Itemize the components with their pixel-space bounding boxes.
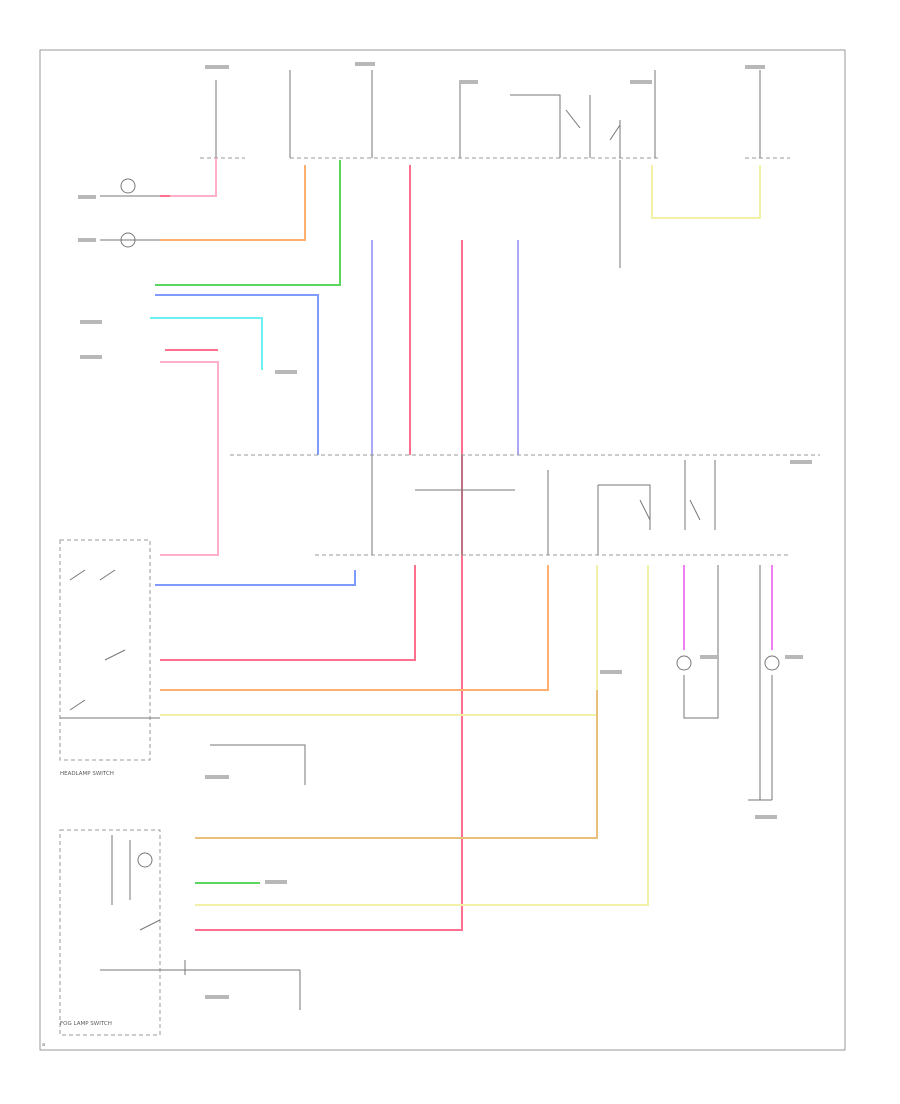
- wire-pink-2: [160, 361, 219, 556]
- wire-orange-2: [160, 565, 549, 691]
- wire-cyan-1: [150, 317, 263, 370]
- left-connectors: [100, 178, 160, 248]
- wire-blue-1: [155, 294, 319, 455]
- wire-yellow-2: [195, 565, 649, 906]
- wire-tan-1: [195, 690, 598, 839]
- wire-orange-1: [160, 165, 306, 241]
- relay-right: [547, 460, 716, 555]
- wire-red-5: [160, 565, 416, 661]
- tiny-labels: [78, 62, 812, 999]
- right-lamps: [676, 565, 780, 801]
- top-fuses: [215, 70, 761, 158]
- wire-blue-2: [155, 570, 356, 586]
- headlamp-switch-box: [59, 539, 151, 761]
- wire-yellow-1: [160, 565, 598, 716]
- fog-lamp-switch-box: [59, 829, 161, 1036]
- wire-red-1: [160, 158, 217, 197]
- ground-symbols: [210, 744, 306, 1010]
- wire-pink-1: [170, 158, 217, 197]
- footer-mark: a: [42, 1042, 45, 1048]
- diagram-frame: [39, 49, 846, 1051]
- wire-green-1: [155, 160, 341, 286]
- wire-yellow-3: [651, 165, 761, 219]
- headlamp-switch-label: HEADLAMP SWITCH: [60, 771, 114, 777]
- headlamp-switch-contacts: [60, 569, 160, 719]
- fog-switch-contacts: [100, 835, 300, 975]
- fog-lamp-switch-label: FOG LAMP SWITCH: [60, 1021, 112, 1027]
